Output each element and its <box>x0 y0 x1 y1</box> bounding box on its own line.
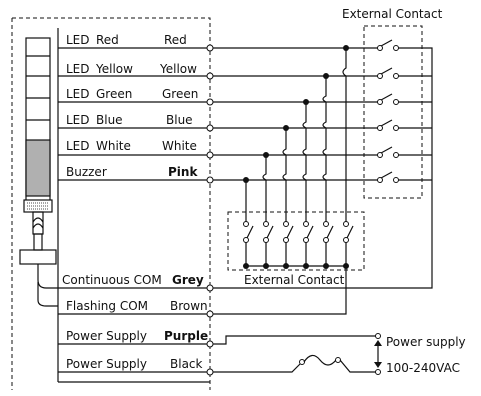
wire-color: Blue <box>166 113 193 127</box>
power-supply-label: Power Supply <box>66 357 147 371</box>
external-contact-top-label: External Contact <box>342 7 443 21</box>
external-contact-bottom-label: External Contact <box>244 273 345 287</box>
top-switches <box>377 39 399 183</box>
wire-color: White <box>162 139 197 153</box>
external-contact-bottom-box <box>227 211 365 271</box>
power-supply-note: Power supply <box>386 335 466 349</box>
row-func: LED <box>66 139 90 153</box>
flashing-com-label: Flashing COM <box>66 299 148 313</box>
fuse-icon <box>303 354 337 366</box>
external-contact-top-box <box>363 25 423 199</box>
power-supply-wiring <box>213 333 382 375</box>
voltage-note: 100-240VAC <box>386 361 460 375</box>
row-func: LED <box>66 62 90 76</box>
bottom-contact-wiring <box>213 45 354 315</box>
row-buzzer: Buzzer Pink <box>58 165 210 181</box>
row-func: Buzzer <box>66 165 107 179</box>
row-func: LED <box>66 33 90 47</box>
row-white: LED White White <box>58 139 210 156</box>
terminal-block <box>57 28 210 383</box>
com-rows: Continuous COM Grey Flashing COM Brown <box>58 273 210 315</box>
flashing-com-wire: Brown <box>170 299 208 313</box>
signal-rows: LED Red Red LED Yellow Yellow LED Green … <box>58 33 210 181</box>
supply-rows: Power Supply Purple Power Supply Black <box>58 329 210 373</box>
tower-boundary <box>12 17 211 390</box>
row-color: Red <box>96 33 119 47</box>
top-contact-wiring <box>213 39 433 289</box>
bottom-switches <box>243 221 354 243</box>
wire-color: Red <box>164 33 187 47</box>
signal-tower-icon <box>19 37 58 307</box>
row-color: Yellow <box>95 62 133 76</box>
terminals <box>206 44 214 376</box>
power-supply-label: Power Supply <box>66 329 147 343</box>
row-func: LED <box>66 113 90 127</box>
row-green: LED Green Green <box>58 87 210 103</box>
row-func: LED <box>66 87 90 101</box>
continuous-com-wire: Grey <box>172 273 204 287</box>
wire-color: Pink <box>168 165 198 179</box>
row-color: Blue <box>96 113 123 127</box>
row-blue: LED Blue Blue <box>58 113 210 129</box>
power-supply-wire: Black <box>170 357 203 371</box>
row-color: Green <box>96 87 132 101</box>
wire-color: Yellow <box>159 62 197 76</box>
wire-color: Green <box>162 87 198 101</box>
power-supply-wire: Purple <box>164 329 208 343</box>
row-red: LED Red Red <box>58 33 210 49</box>
continuous-com-label: Continuous COM <box>62 273 162 287</box>
row-yellow: LED Yellow Yellow <box>58 62 210 77</box>
row-color: White <box>96 139 131 153</box>
